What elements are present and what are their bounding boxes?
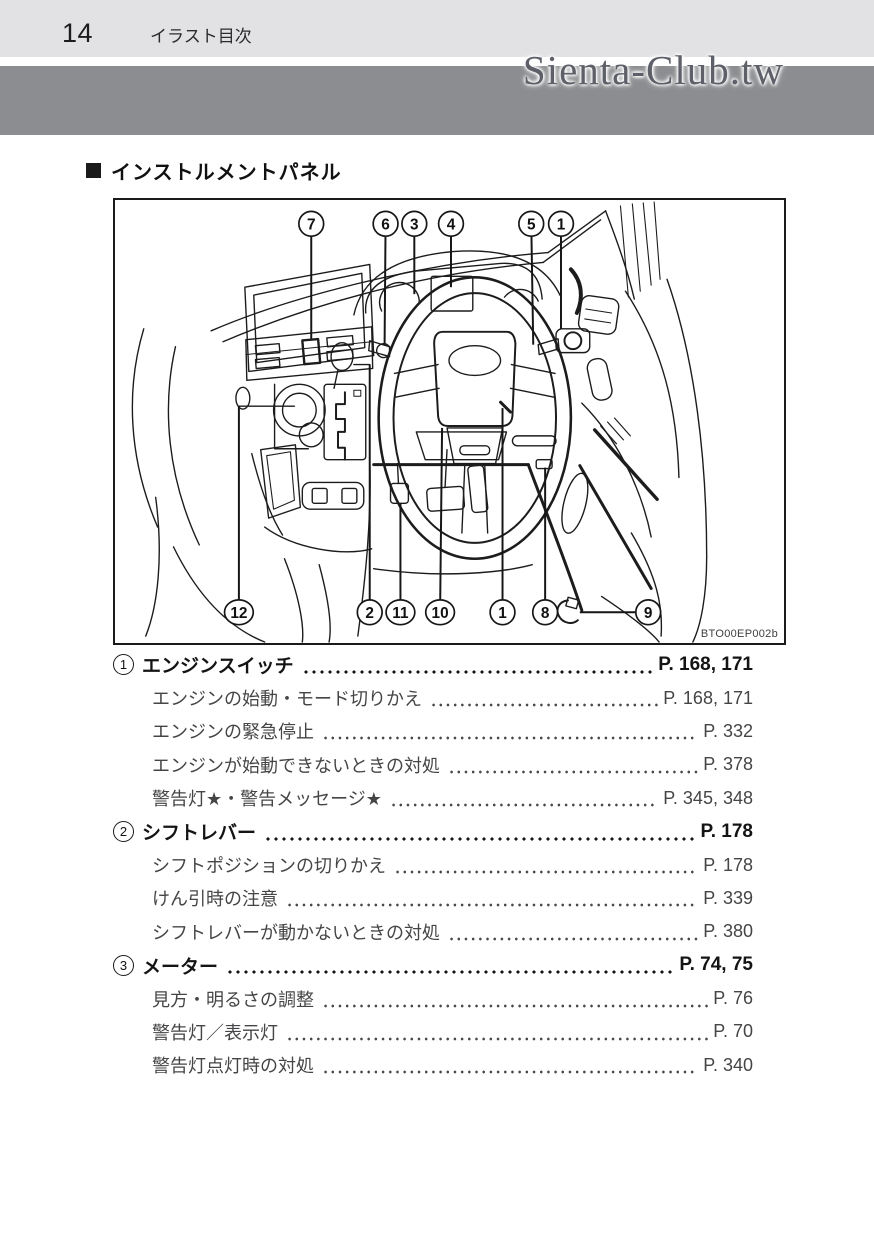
callout-number: 7 <box>307 216 316 233</box>
figure-code: BTO00EP002b <box>700 628 778 640</box>
callout-number: 2 <box>365 605 374 622</box>
toc-row: 見方・明るさの調整 P. 76 <box>113 981 753 1016</box>
dot-leader <box>389 781 659 815</box>
illustrated-index-list: 1 エンジンスイッチ P. 168, 171 エンジンの始動・モード切りかえ P. 16… <box>113 648 753 1083</box>
callout-circle <box>356 599 383 626</box>
toc-row: 警告灯★・警告メッセージ★ P. 345, 348 <box>113 781 753 815</box>
callout-circle <box>518 210 545 238</box>
toc-row: シフトポジションの切りかえ P. 178 <box>113 848 753 882</box>
toc-entry-label: エンジンスイッチ <box>142 656 294 678</box>
toc-row: 1 エンジンスイッチ P. 168, 171 <box>113 648 753 682</box>
toc-entry-label: シフトポジションの切りかえ <box>152 856 386 877</box>
page-number: 14 <box>62 18 94 48</box>
dot-leader <box>301 648 654 682</box>
toc-entry-page: P. 74, 75 <box>679 954 753 976</box>
dot-leader <box>322 714 699 749</box>
dot-leader <box>394 848 699 882</box>
dot-leader <box>286 881 699 916</box>
dot-leader <box>286 1015 709 1049</box>
toc-entry-page: P. 345, 348 <box>663 787 753 808</box>
instrument-panel-diagram: 7 6 3 4 5 1 12 2 11 10 1 8 9 BTO00EP002b <box>113 198 786 645</box>
callout-number: 11 <box>392 605 409 622</box>
callout-leader-line <box>383 223 387 345</box>
toc-row: 警告灯／表示灯 P. 70 <box>113 1015 753 1049</box>
dashboard-line-art: 7 6 3 4 5 1 12 2 11 10 1 8 9 <box>131 201 708 643</box>
toc-entry-page: P. 339 <box>703 887 753 908</box>
callout-number: 5 <box>527 216 536 233</box>
callout-number: 4 <box>447 216 456 233</box>
toc-entry-label: 警告灯点灯時の対処 <box>152 1056 314 1077</box>
callout-layer: 7 6 3 4 5 1 12 2 11 10 1 8 9 <box>223 210 662 626</box>
dot-leader <box>264 814 696 849</box>
toc-entry-page: P. 340 <box>703 1054 753 1075</box>
callout-circle <box>372 210 399 238</box>
toc-entry-page: P. 168, 171 <box>658 653 753 675</box>
toc-entry-label: メーター <box>142 956 219 978</box>
toc-entry-page: P. 178 <box>703 854 753 875</box>
callout-circle <box>437 210 465 238</box>
callout-number: 8 <box>541 605 550 622</box>
toc-entry-label: シフトレバー <box>142 823 257 845</box>
toc-entry-label: 見方・明るさの調整 <box>152 989 314 1010</box>
toc-entry-page: P. 76 <box>713 988 753 1009</box>
black-square-icon <box>86 163 101 178</box>
toc-row: 2 シフトレバー P. 178 <box>113 814 753 849</box>
toc-entry-page: P. 168, 171 <box>663 687 753 708</box>
callout-number: 6 <box>381 216 390 233</box>
callout-number: 1 <box>498 605 507 622</box>
callout-number: 9 <box>644 605 653 622</box>
toc-entry-label: 警告灯／表示灯 <box>152 1022 278 1043</box>
item-number-badge: 2 <box>113 821 134 843</box>
toc-entry-label: シフトレバーが動かないときの対処 <box>152 922 440 943</box>
callout-circle <box>489 599 516 626</box>
callout-circle <box>385 599 416 626</box>
callout-circle <box>547 210 575 238</box>
toc-entry-page: P. 70 <box>713 1021 753 1042</box>
callout-circle <box>531 599 559 626</box>
callout-circle <box>634 599 662 626</box>
toc-row: エンジンが始動できないときの対処 P. 378 <box>113 748 753 782</box>
toc-entry-page: P. 380 <box>703 921 753 942</box>
toc-entry-label: エンジンが始動できないときの対処 <box>152 755 440 776</box>
callout-circle <box>401 210 428 238</box>
item-number-badge: 1 <box>113 654 134 676</box>
header-band-dark <box>0 66 874 135</box>
dot-leader <box>430 681 659 715</box>
section-heading: インストルメントパネル <box>86 156 342 185</box>
toc-entry-page: P. 378 <box>703 754 753 775</box>
callout-circle <box>223 599 255 626</box>
toc-row: シフトレバーが動かないときの対処 P. 380 <box>113 915 753 949</box>
toc-entry-page: P. 178 <box>700 820 753 842</box>
header-section-title: イラスト目次 <box>150 27 252 46</box>
toc-entry-label: エンジンの緊急停止 <box>152 722 314 743</box>
dot-leader <box>322 1048 699 1083</box>
toc-row: 3 メーター P. 74, 75 <box>113 948 753 982</box>
toc-entry-page: P. 332 <box>703 720 753 741</box>
toc-entry-label: けん引時の注意 <box>152 889 278 910</box>
dot-leader <box>322 981 709 1016</box>
toc-entry-label: 警告灯★・警告メッセージ★ <box>152 789 382 810</box>
callout-number: 10 <box>432 605 449 622</box>
callout-leader-line <box>530 223 535 345</box>
toc-row: けん引時の注意 P. 339 <box>113 881 753 916</box>
dot-leader <box>448 748 699 782</box>
section-heading-label: インストルメントパネル <box>111 162 342 184</box>
callout-number: 3 <box>410 216 419 233</box>
page-header: 14 イラスト目次 <box>62 18 252 49</box>
callout-number: 12 <box>230 605 247 622</box>
toc-row: エンジンの緊急停止 P. 332 <box>113 714 753 749</box>
callout-circle <box>298 210 325 238</box>
dot-leader <box>448 915 699 949</box>
header-band-light <box>0 0 874 57</box>
watermark-text: Sienta-Club.tw <box>522 47 784 93</box>
callout-circle <box>424 599 456 626</box>
dot-leader <box>226 948 675 982</box>
item-number-badge: 3 <box>113 954 134 976</box>
toc-row: エンジンの始動・モード切りかえ P. 168, 171 <box>113 681 753 715</box>
callout-leader-line <box>439 427 444 613</box>
toc-entry-label: エンジンの始動・モード切りかえ <box>152 689 422 710</box>
callout-number: 1 <box>557 216 566 233</box>
toc-row: 警告灯点灯時の対処 P. 340 <box>113 1048 753 1083</box>
